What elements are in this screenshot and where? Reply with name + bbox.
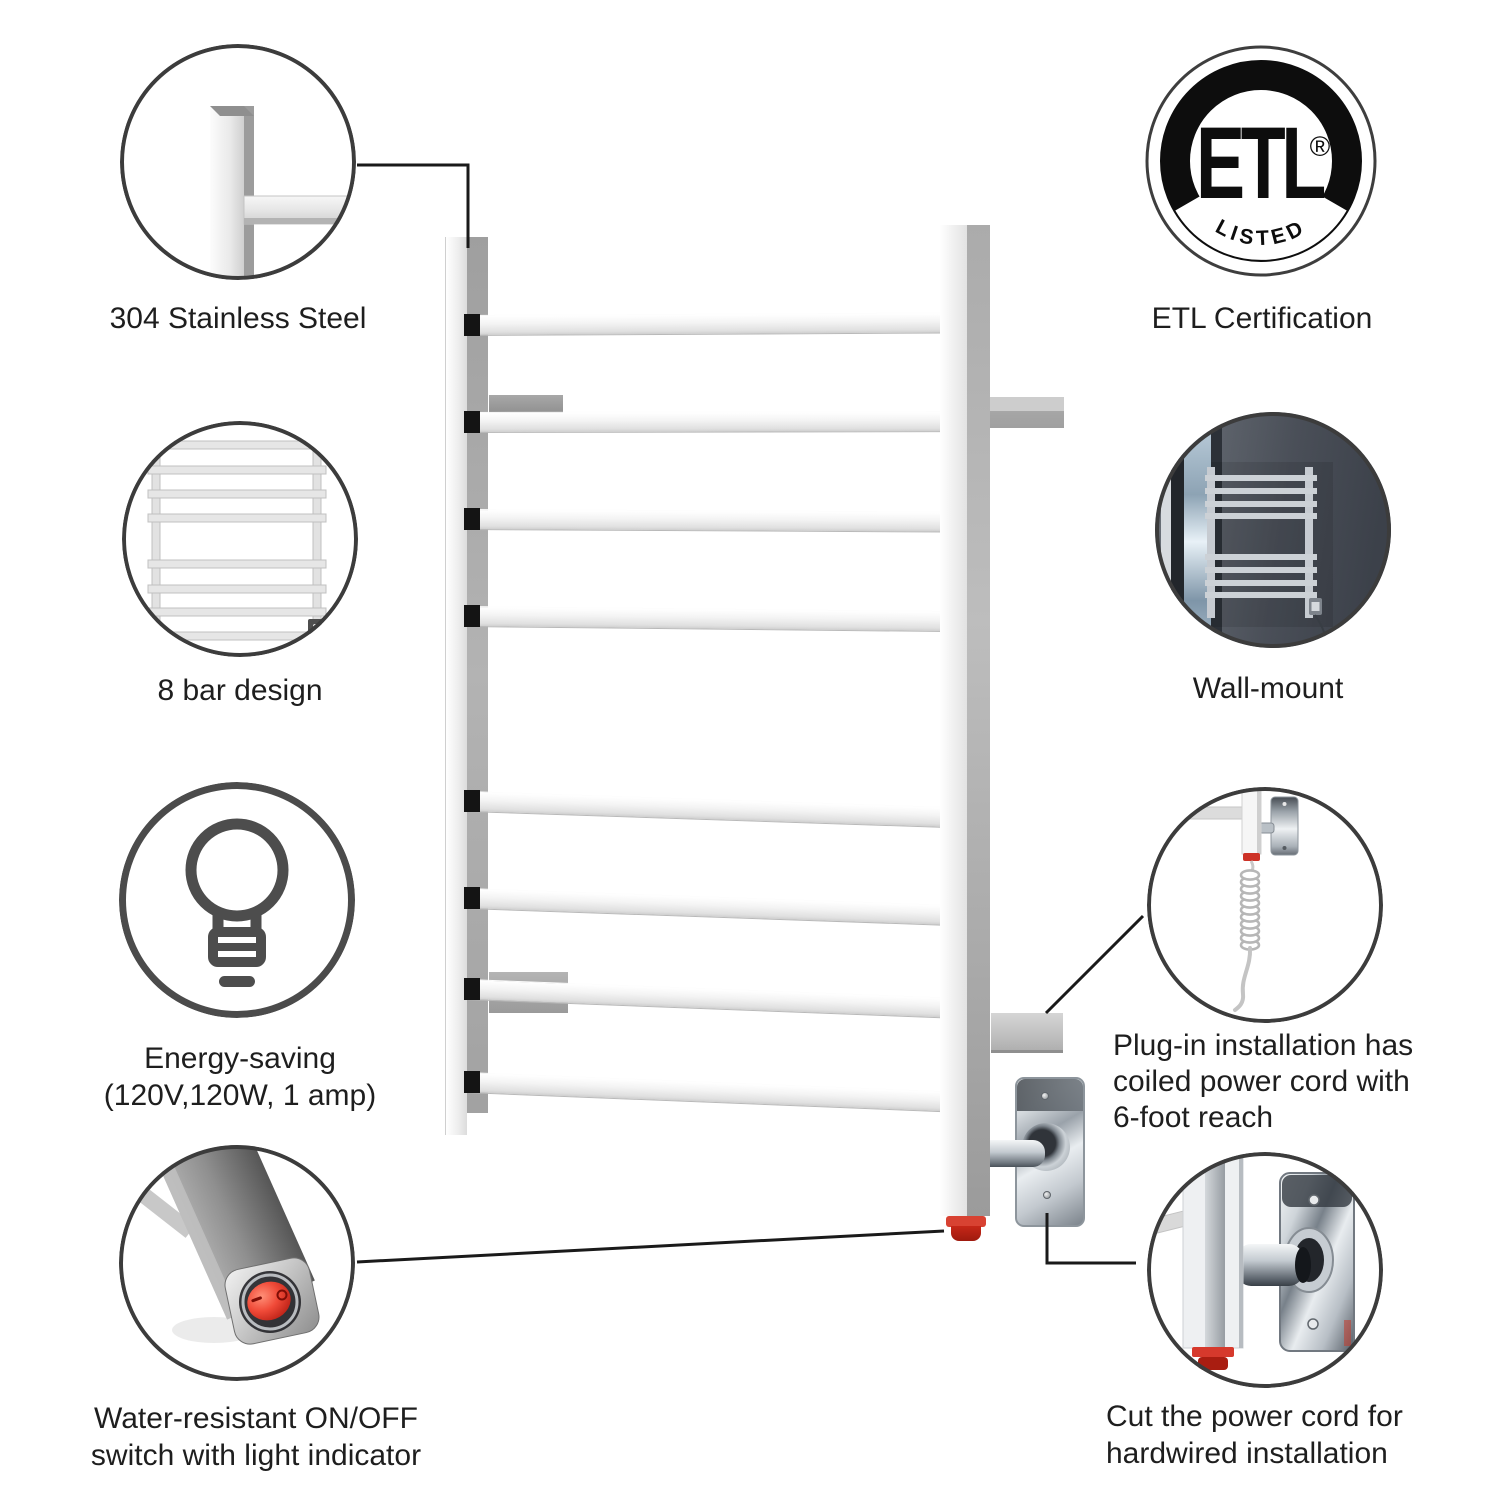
rack-bar: [465, 791, 949, 828]
label-text: Water-resistant ON/OFF: [94, 1402, 418, 1435]
circle-stainless-steel: [120, 44, 356, 280]
label-text: Plug-in installation has: [1113, 1029, 1414, 1062]
rack-right-post-shadow-edge: [967, 225, 990, 1216]
rack-bar-joint: [464, 314, 480, 336]
circle-energy-saving: [119, 782, 355, 1018]
etl-listed-logo: ETL LISTED ®: [1145, 45, 1377, 277]
wall-plate-tube: [989, 1140, 1045, 1167]
label-text: 8 bar design: [157, 674, 323, 707]
coiled-cord-illustration: [1147, 787, 1299, 1012]
rack-bar-joint: [464, 790, 480, 812]
rack-bracket-bottom-right: [991, 1013, 1063, 1053]
mini-rack-illustration: [147, 438, 327, 641]
label-wall-mount: Wall-mount: [1193, 670, 1344, 707]
circle-switch: [119, 1145, 355, 1381]
rack-bar: [465, 606, 949, 633]
label-plug-in: Plug-in installation has coiled power co…: [1113, 1028, 1413, 1136]
label-stainless-steel: 304 Stainless Steel: [110, 300, 367, 337]
circle-eight-bar-design: [122, 421, 358, 657]
hardwired-outlet-photo: [1147, 1152, 1355, 1370]
label-eight-bar: 8 bar design: [157, 672, 322, 709]
label-hardwired: Cut the power cord for hardwired install…: [1106, 1398, 1403, 1472]
circle-wall-mount: [1155, 412, 1391, 648]
steel-joint-illustration: [210, 106, 356, 280]
rack-bar: [465, 312, 949, 336]
label-text: (120V,120W, 1 amp): [103, 1079, 377, 1112]
label-text: switch with light indicator: [90, 1439, 422, 1472]
rack-bar-joint: [464, 508, 480, 530]
label-text: 304 Stainless Steel: [109, 302, 367, 335]
rack-bar: [465, 509, 949, 533]
wall-mounted-rack-photo: [1155, 412, 1391, 648]
light-bulb-icon: [185, 818, 289, 987]
label-etl-certification: ETL Certification: [1152, 300, 1373, 337]
rack-bracket-top-right: [988, 397, 1064, 428]
rack-bracket-top-left: [489, 395, 563, 414]
rack-bar-joint: [464, 978, 480, 1000]
wall-plate-screw-bottom: [1043, 1191, 1051, 1199]
label-text: Energy-saving: [144, 1042, 336, 1075]
rack-bar-joint: [464, 605, 480, 627]
switch-photo: [119, 1145, 320, 1345]
power-cap-barrel: [951, 1226, 981, 1241]
label-energy-saving: Energy-saving (120V,120W, 1 amp): [104, 1040, 376, 1114]
label-text: Cut the power cord for: [1106, 1400, 1403, 1433]
circle-plug-in: [1147, 787, 1383, 1023]
rack-bar: [465, 888, 949, 926]
rack-bar-joint: [464, 411, 480, 433]
label-text: 6-foot reach: [1113, 1101, 1274, 1134]
label-text: ETL Certification: [1151, 302, 1373, 335]
circle-etl-logo: ETL LISTED ®: [1143, 43, 1379, 279]
rack-bar: [465, 1072, 949, 1113]
rack-bar: [465, 411, 949, 433]
registered-trademark-icon: ®: [1310, 131, 1331, 162]
rack-bar-joint: [464, 1071, 480, 1093]
rack-left-post: [445, 237, 467, 1135]
rack-bar-joint: [464, 887, 480, 909]
label-text: Wall-mount: [1192, 672, 1344, 705]
wall-plate-screw-top: [1041, 1092, 1049, 1100]
etl-logo-letters: ETL: [1196, 106, 1325, 220]
rack-right-post: [940, 225, 967, 1216]
circle-hardwired: [1147, 1152, 1383, 1388]
power-cap-flange: [946, 1216, 986, 1227]
wall-plate-top-reflection: [1017, 1079, 1083, 1111]
label-text: hardwired installation: [1106, 1437, 1388, 1470]
label-text: coiled power cord with: [1113, 1065, 1410, 1098]
label-switch: Water-resistant ON/OFF switch with light…: [91, 1400, 421, 1474]
